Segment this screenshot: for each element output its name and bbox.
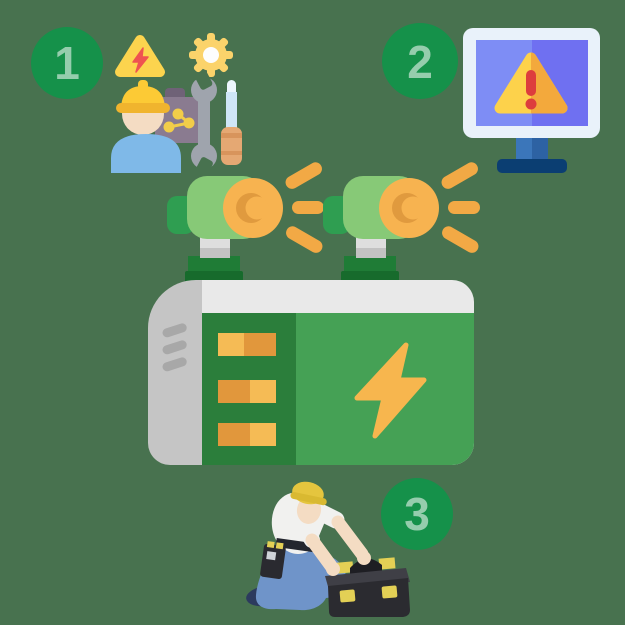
- screwdriver-icon: [221, 80, 242, 165]
- hazard-triangle-icon: [115, 35, 165, 77]
- technician-toolbox-icon: [246, 481, 410, 617]
- step-3-badge: 3: [381, 478, 453, 550]
- step-2-number: 2: [407, 36, 433, 88]
- step-3-circle: [381, 478, 453, 550]
- molecule-icon: [163, 108, 195, 133]
- step-3-number: 3: [404, 488, 430, 540]
- lamp-neck: [200, 236, 230, 250]
- technician-hand: [326, 562, 340, 576]
- warning-triangle-icon: [494, 52, 568, 114]
- step-1-circle: [31, 27, 103, 99]
- worker-hazard-tools-icon: [111, 33, 242, 177]
- worker-torso: [111, 134, 181, 173]
- tool-belt: [275, 537, 321, 554]
- battery-terminal-bars: [218, 333, 276, 446]
- toolbox-icon: [325, 557, 410, 617]
- spotlight-left-icon: [167, 162, 324, 284]
- light-rays-icon: [285, 162, 324, 253]
- spotlight-right-icon: [323, 159, 481, 284]
- exclamation-icon: [526, 70, 536, 96]
- step-2-circle: [382, 23, 458, 99]
- technician-hand: [357, 551, 371, 565]
- wrench-icon: [191, 70, 217, 177]
- step-1-number: 1: [54, 37, 80, 89]
- monitor-base: [497, 159, 567, 173]
- monitor-warning-icon: [463, 28, 600, 173]
- lightning-bolt-icon: [354, 342, 427, 439]
- toolbox-latch: [381, 585, 398, 599]
- technician-forearm: [331, 515, 369, 561]
- tool-pouch: [260, 541, 286, 579]
- step-1-badge: 1: [31, 27, 103, 99]
- battery-side: [148, 280, 202, 465]
- step-2-badge: 2: [382, 23, 458, 99]
- gear-icon: [189, 33, 233, 77]
- battery-generator-icon: [148, 280, 474, 465]
- worker-avatar: [111, 80, 181, 173]
- red-bolt-icon: [132, 47, 149, 73]
- battery-side-dashes: [162, 323, 187, 372]
- toolbox-latch: [339, 589, 356, 603]
- lamp-pedestal: [188, 256, 240, 274]
